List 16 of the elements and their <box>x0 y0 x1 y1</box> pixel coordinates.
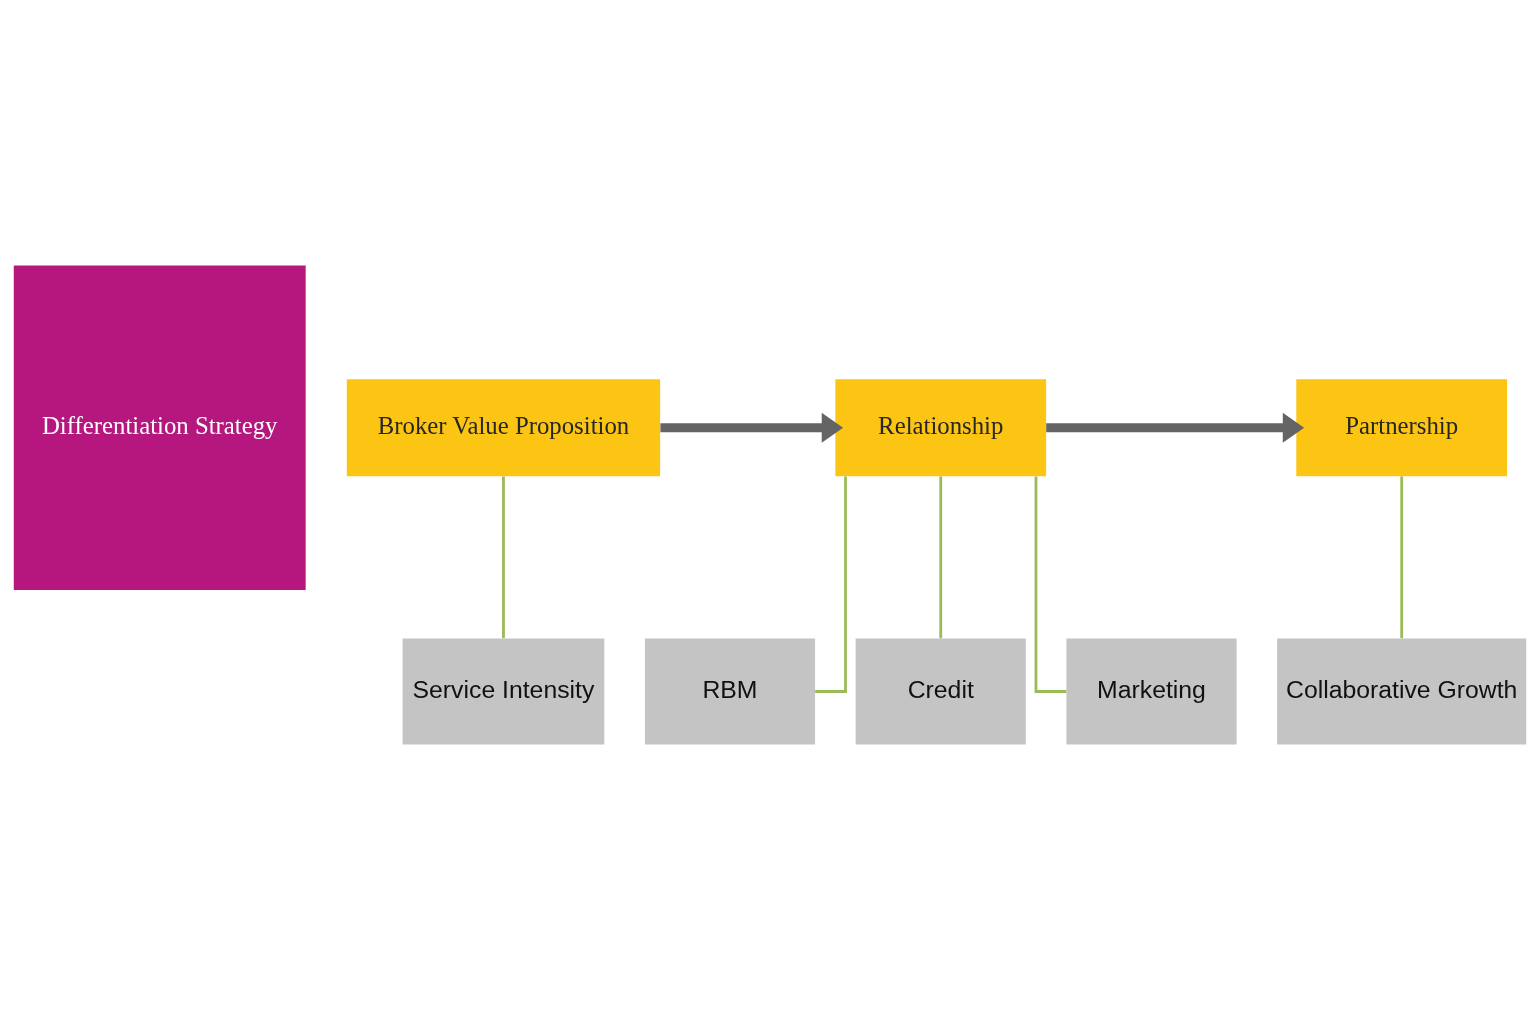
connector <box>502 476 505 638</box>
node-box: Broker Value Proposition <box>346 378 661 476</box>
arrow <box>1046 412 1305 443</box>
node-box: Relationship <box>835 378 1047 476</box>
connector <box>939 476 943 638</box>
connector <box>1400 476 1404 638</box>
node-box: RBM <box>644 638 816 744</box>
connector <box>1034 476 1067 693</box>
connector <box>815 476 847 693</box>
node-box: Collaborative Growth <box>1277 638 1527 744</box>
node-box: Credit <box>855 638 1026 744</box>
node-box: Marketing <box>1066 638 1237 744</box>
node-box: Differentiation Strategy <box>13 265 306 590</box>
node-box: Service Intensity <box>402 638 605 744</box>
arrow <box>660 412 844 443</box>
node-box: Partnership <box>1296 378 1508 476</box>
